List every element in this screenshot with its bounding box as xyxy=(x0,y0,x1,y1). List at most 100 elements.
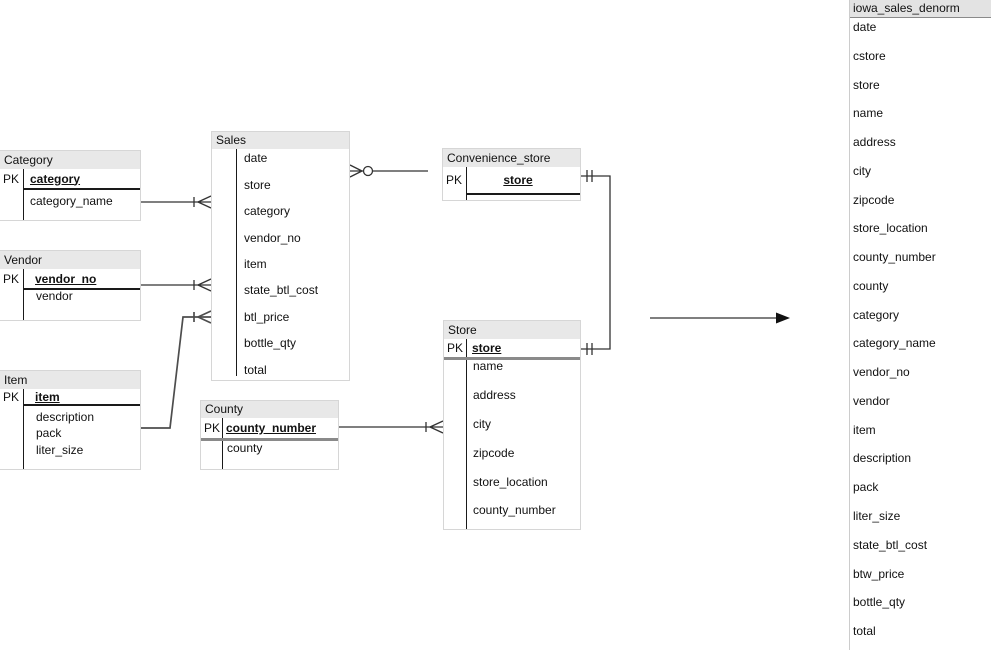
attribute: store_location xyxy=(473,474,548,489)
entity-title: Convenience_store xyxy=(443,149,580,167)
attribute: category_name xyxy=(30,194,113,208)
attribute: address xyxy=(853,135,896,150)
crow-foot-icon xyxy=(197,195,212,209)
attribute: city xyxy=(473,416,491,431)
pk-field-name: store xyxy=(472,341,502,355)
entity-title: Category xyxy=(0,151,140,169)
entity-title: County xyxy=(201,401,338,418)
attribute: vendor_no xyxy=(244,230,301,245)
pk-column-divider xyxy=(23,389,24,469)
pk-label: PK xyxy=(447,341,464,355)
pk-label: PK xyxy=(446,173,463,187)
attribute: address xyxy=(473,388,516,403)
crow-foot-icon xyxy=(197,278,212,292)
attribute: zipcode xyxy=(853,192,895,207)
pk-field-name: category xyxy=(30,171,81,186)
entity-category: Category PK category category_name xyxy=(0,150,141,221)
crow-foot-icon xyxy=(197,310,212,324)
relationship-sales-convenience-store xyxy=(349,164,428,178)
pk-column-divider xyxy=(466,339,467,529)
pk-field-name: vendor_no xyxy=(35,271,97,286)
entity-title: Sales xyxy=(212,132,349,149)
pk-divider-line xyxy=(23,188,140,190)
relationship-category-sales xyxy=(141,195,212,209)
pk-divider-line xyxy=(23,404,140,406)
entity-county: County PK county_number county xyxy=(200,400,339,470)
attribute: county xyxy=(853,278,889,293)
entity-title: iowa_sales_denorm xyxy=(850,0,991,18)
pk-label: PK xyxy=(3,389,20,404)
attribute-list: county xyxy=(201,438,338,458)
pk-column-divider xyxy=(23,169,24,220)
attribute: date xyxy=(853,19,877,34)
pk-row: PK store xyxy=(443,167,580,193)
attribute: date xyxy=(244,151,268,166)
pk-field-name: county_number xyxy=(226,421,317,435)
attribute: store xyxy=(244,177,271,192)
attribute: bottle_qty xyxy=(853,595,906,610)
attribute: liter_size xyxy=(853,508,901,523)
attribute: bottle_qty xyxy=(244,336,297,351)
pk-divider-line xyxy=(23,288,140,290)
attribute: liter_size xyxy=(36,442,84,457)
relationship-item-sales xyxy=(141,310,212,429)
attribute: store xyxy=(853,77,880,92)
attribute: state_btl_cost xyxy=(244,283,319,298)
attribute: county_number xyxy=(473,503,556,518)
attribute: item xyxy=(244,256,267,271)
relationship-vendor-sales xyxy=(141,278,212,292)
entity-title: Vendor xyxy=(0,251,140,269)
attribute: vendor_no xyxy=(853,365,910,380)
denorm-arrow xyxy=(650,312,790,324)
attribute: pack xyxy=(36,426,62,441)
attribute: category xyxy=(853,307,900,322)
attribute: state_btl_cost xyxy=(853,537,928,552)
double-tick-icon xyxy=(586,170,593,182)
pk-divider-line xyxy=(466,193,580,195)
zero-circle-icon xyxy=(362,165,374,177)
attribute: county_number xyxy=(853,250,936,265)
attribute: name xyxy=(473,359,504,374)
attribute: btl_price xyxy=(244,309,290,324)
entity-vendor: Vendor PK vendor_no vendor xyxy=(0,250,141,321)
attribute: pack xyxy=(853,480,879,495)
pk-divider-line xyxy=(201,438,338,441)
pk-field-name: store xyxy=(503,173,533,187)
arrowhead-icon xyxy=(776,312,790,324)
crow-foot-icon xyxy=(349,164,363,178)
attribute: total xyxy=(853,624,876,639)
attribute: store_location xyxy=(853,221,928,236)
pk-label: PK xyxy=(204,421,221,435)
crow-foot-icon xyxy=(429,420,444,434)
attribute: btw_price xyxy=(853,566,905,581)
attribute: name xyxy=(853,106,884,121)
pk-row: PK item xyxy=(0,389,140,404)
entity-convenience-store: Convenience_store PK store xyxy=(442,148,581,201)
pk-row: PK county_number xyxy=(201,418,338,438)
attribute: item xyxy=(853,422,876,437)
pk-row: PK store xyxy=(444,339,580,357)
pk-column-divider xyxy=(466,167,467,200)
pk-column-divider xyxy=(222,418,223,469)
attribute: description xyxy=(853,451,912,466)
pk-label: PK xyxy=(3,271,20,286)
pk-row: PK vendor_no xyxy=(0,269,140,288)
pk-column-divider xyxy=(23,269,24,320)
attribute: category_name xyxy=(853,336,936,351)
pk-divider-line xyxy=(444,357,580,360)
relationship-convenience-store-store xyxy=(581,170,611,355)
entity-title: Item xyxy=(0,371,140,389)
attribute: zipcode xyxy=(473,445,515,460)
entity-title: Store xyxy=(444,321,580,339)
pk-row: PK category xyxy=(0,169,140,188)
double-tick-icon xyxy=(586,343,593,355)
relationship-county-store xyxy=(339,420,444,434)
pk-field-name: item xyxy=(35,389,60,404)
pk-label: PK xyxy=(3,171,20,186)
